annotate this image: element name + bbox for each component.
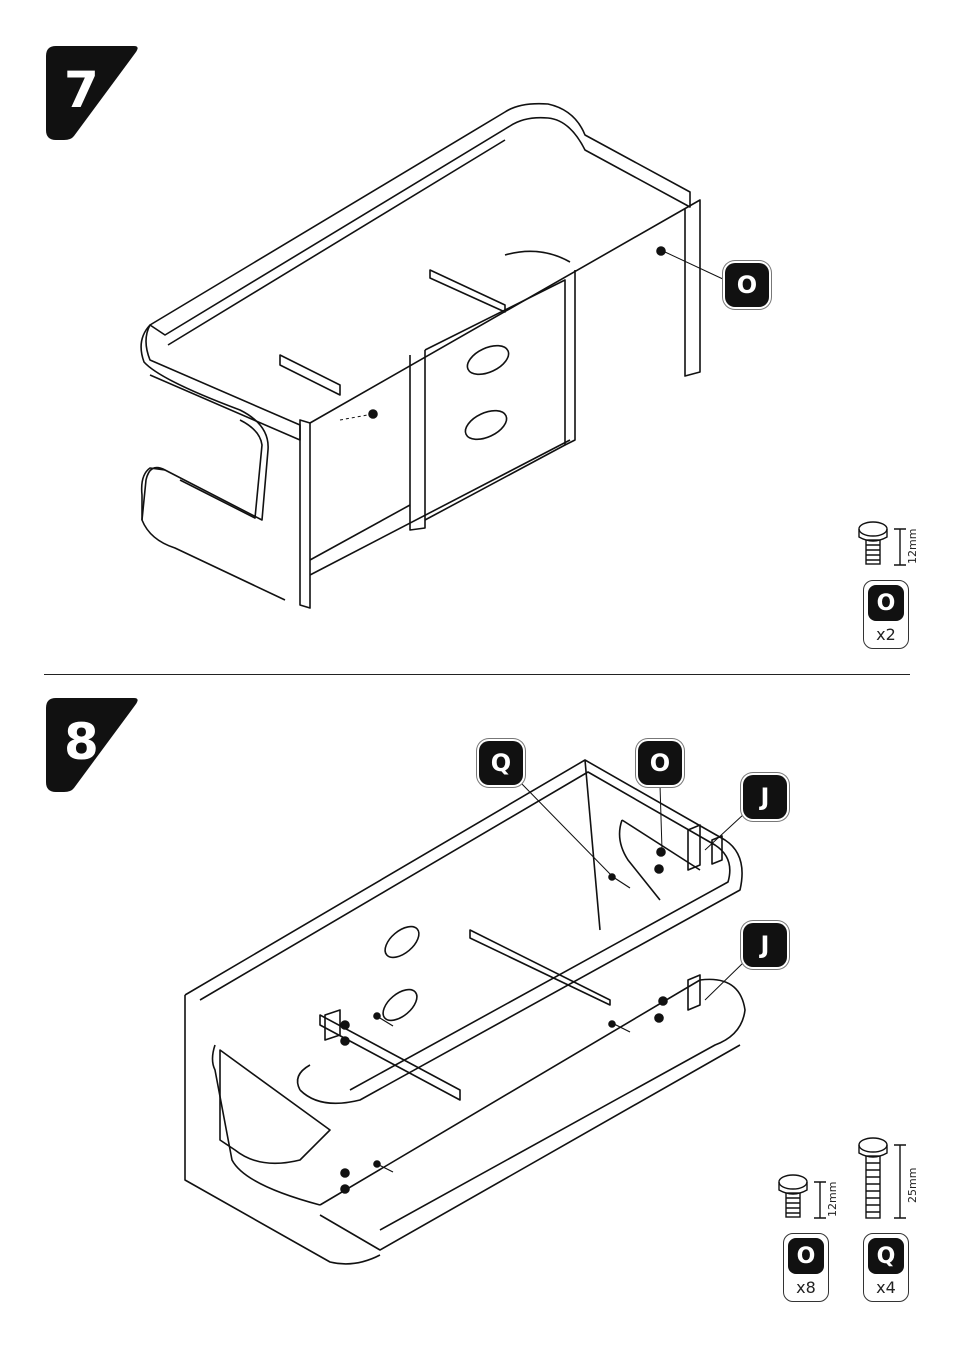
hardware-quantity: x8 (784, 1278, 828, 1297)
screw-O-size: 12mm (906, 529, 919, 564)
hardware-code: O (788, 1238, 824, 1274)
hardware-card-O: O x2 (863, 580, 909, 649)
hardware-card-O: O x8 (783, 1233, 829, 1302)
callout-O: O (725, 263, 769, 307)
hardware-code: Q (868, 1238, 904, 1274)
hardware-code: O (868, 585, 904, 621)
callout-Q: Q (479, 741, 523, 785)
screw-O-size: 12mm (826, 1182, 839, 1217)
hardware-quantity: x2 (864, 625, 908, 644)
callout-O: O (638, 741, 682, 785)
step-8-badge: 8 (44, 696, 140, 792)
hardware-quantity: x4 (864, 1278, 908, 1297)
callout-J: J (743, 775, 787, 819)
step-7-illustration (0, 0, 954, 674)
hardware-card-Q: Q x4 (863, 1233, 909, 1302)
callout-J-lower: J (743, 923, 787, 967)
screw-Q-size: 25mm (906, 1168, 919, 1203)
step-divider (44, 674, 910, 675)
step-number: 8 (64, 702, 99, 782)
